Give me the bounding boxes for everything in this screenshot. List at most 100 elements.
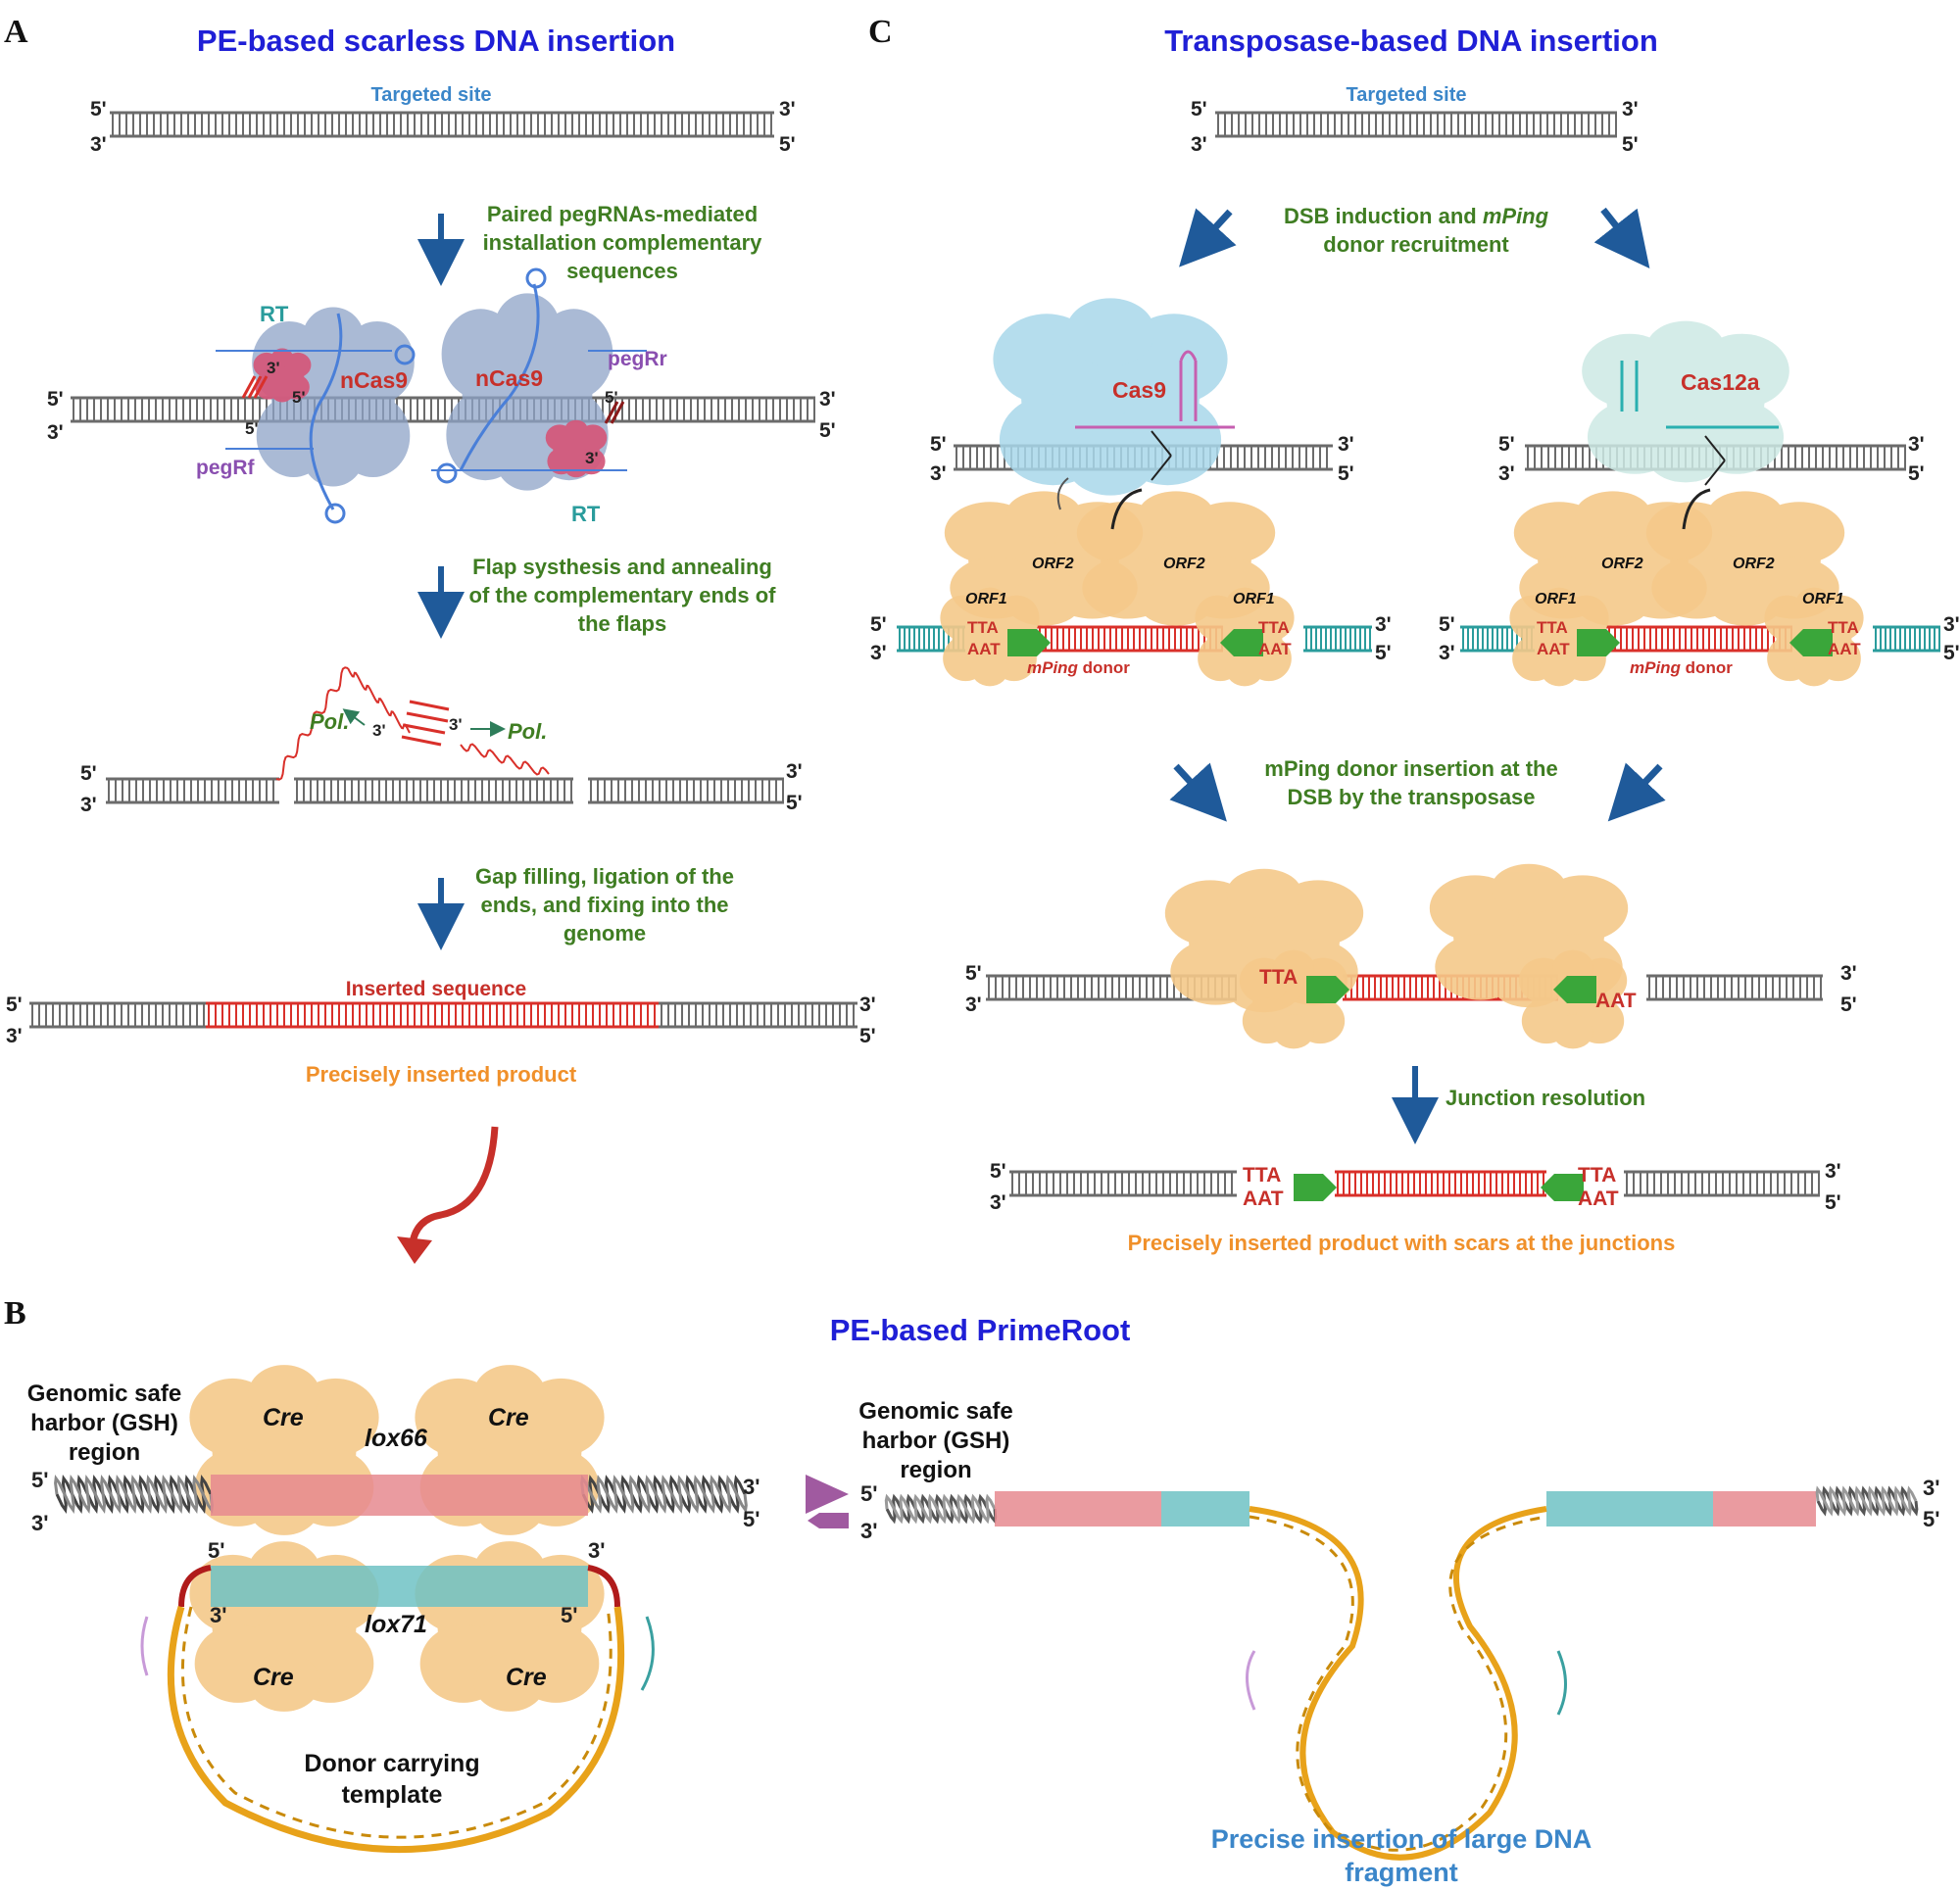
end-label: 3' (779, 98, 796, 121)
blob-lobe (564, 458, 588, 478)
end-label: 5' (1943, 642, 1960, 664)
panel-c-targeted-site-label: Targeted site (1346, 84, 1467, 106)
end-label: 5' (1908, 462, 1925, 485)
orf1-label: ORF1 (965, 591, 1007, 607)
pegrna-scaffold (459, 283, 540, 471)
blob-lobe (270, 383, 294, 403)
end-label: 3' (990, 1191, 1006, 1214)
ncas9-label: nCas9 (340, 367, 409, 393)
flap-strand (460, 743, 550, 776)
end-label: 5' (1375, 642, 1392, 664)
panel-a-step2-label: Flap systhesis and annealing of the comp… (468, 555, 776, 636)
cas12a-label: Cas12a (1681, 369, 1760, 395)
gsh-helix (1816, 1485, 1919, 1517)
flap-strand (275, 666, 349, 781)
mping-donor-label: mPing donor (1630, 658, 1733, 678)
end-label: 5' (1840, 993, 1857, 1016)
dna-rungs (31, 1003, 205, 1027)
lox-site (1713, 1491, 1816, 1527)
blob-lobe (1645, 426, 1726, 483)
blob-lobe (1552, 1014, 1593, 1049)
lox71-label: lox71 (365, 1611, 427, 1638)
end-label: 3' (1191, 133, 1207, 156)
end-label: 3' (786, 760, 803, 783)
end-label: 3' (1825, 1160, 1841, 1183)
end-label: 3' (6, 1025, 23, 1047)
pegrna-strand (216, 350, 647, 471)
blob-lobe (302, 307, 365, 369)
panel-c-title: Transposase-based DNA insertion (1164, 24, 1658, 58)
panel-c-flank-dna (1873, 625, 1940, 653)
blob-lobe (494, 293, 561, 362)
scissors-icon (1704, 435, 1726, 486)
orf1-protein (1764, 587, 1864, 687)
end-label: 5' (292, 388, 306, 407)
panel-a-flapped-dna (294, 777, 573, 804)
donor-text: donor (1077, 658, 1130, 677)
cas9-protein (993, 298, 1228, 496)
rotation-arrow (1246, 1650, 1256, 1711)
tta-label: TTA (1828, 618, 1859, 637)
blob-lobe (1065, 298, 1155, 366)
end-label: 3' (267, 359, 280, 377)
pegrna-loop (324, 503, 346, 524)
end-label: 5' (1338, 462, 1354, 485)
blob-lobe (1552, 949, 1593, 985)
end-label: 3' (1338, 433, 1354, 456)
pegrr-label: pegRr (608, 348, 667, 370)
blob-lobe (473, 1653, 546, 1712)
dna-rungs (1648, 976, 1822, 999)
gsh-helix (54, 1474, 214, 1515)
panel-c-product-dna (1009, 1170, 1237, 1197)
cre-label: Cre (488, 1404, 529, 1431)
gsh-helix (884, 1493, 997, 1525)
inverted-repeat-arrow (1220, 629, 1263, 656)
end-label: 3' (1622, 98, 1639, 121)
blob-lobe (248, 1653, 320, 1712)
panel-c-product-insert (1335, 1170, 1546, 1197)
dna-rungs (1626, 1172, 1820, 1195)
inserted-fragment-helix (1249, 1515, 1547, 1852)
tta-label: TTA (1243, 1164, 1282, 1187)
orf2-label: ORF2 (1032, 556, 1074, 572)
end-label: 5' (965, 962, 982, 985)
blob-lobe (1065, 427, 1155, 496)
inverted-repeat-arrow (1577, 629, 1620, 656)
blob-lobe (473, 1365, 546, 1424)
inverted-repeat-arrow (1294, 1174, 1337, 1201)
aat-label: AAT (1258, 640, 1292, 658)
end-label: 5' (1923, 1507, 1940, 1531)
end-label: 3' (819, 388, 836, 411)
end-label: 3' (1923, 1476, 1940, 1500)
pegrna-loop (436, 462, 458, 484)
blob-lobe (564, 419, 588, 440)
orf2-protein (1076, 491, 1276, 626)
panel-c-target-dna (1215, 111, 1617, 138)
lox66-site (211, 1475, 588, 1516)
panel-b-letter: B (4, 1295, 26, 1332)
tta-label: TTA (1259, 966, 1298, 989)
end-label: 5' (208, 1538, 225, 1563)
cre-label: Cre (506, 1664, 547, 1691)
end-label: 5' (80, 762, 97, 785)
dna-rungs (208, 1003, 656, 1027)
panel-a-nicked-dna (612, 396, 815, 423)
transition-arrow (408, 1126, 499, 1255)
orf2-label: ORF2 (1733, 556, 1775, 572)
end-label: 5' (90, 98, 107, 121)
dna-rungs (1011, 1172, 1233, 1195)
reversible-reaction-arrow (806, 1475, 849, 1514)
panel-a-step3-label: Gap filling, ligation of the ends, and f… (475, 864, 734, 945)
reversible-reaction-arrow (808, 1513, 849, 1528)
end-label: 3' (1375, 613, 1392, 636)
panel-a-insert-dna (206, 1001, 659, 1029)
panel-c-product-label: Precisely inserted product with scars at… (1127, 1231, 1676, 1255)
panel-a-title: PE-based scarless DNA insertion (196, 24, 676, 58)
end-label: 3' (585, 449, 599, 467)
end-label: 3' (31, 1511, 49, 1535)
blob-lobe (1226, 868, 1302, 919)
flap-sequence (604, 401, 625, 424)
end-label: 5' (47, 388, 64, 411)
